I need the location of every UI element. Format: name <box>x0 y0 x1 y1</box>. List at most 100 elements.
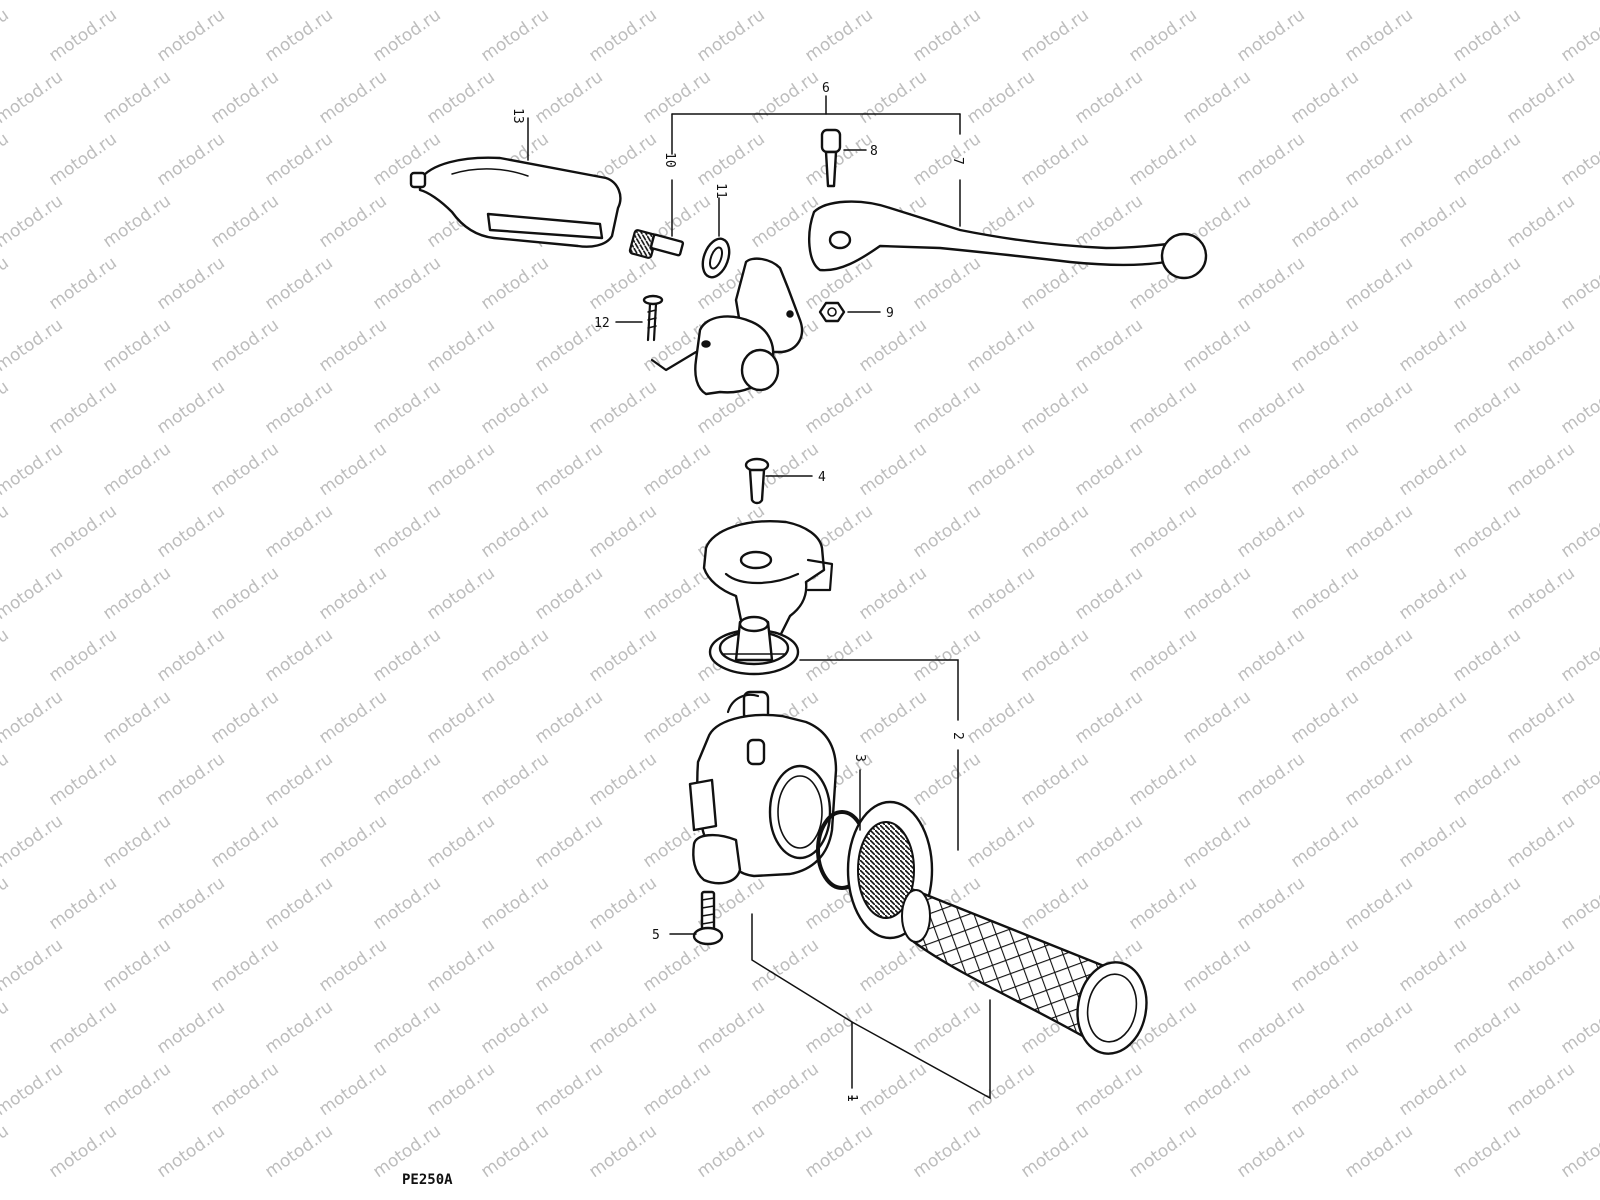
callout-7: 7 <box>950 157 965 165</box>
watermark-text: motod.ru <box>45 377 120 438</box>
watermark-text: motod.ru <box>639 687 714 748</box>
watermark-text: motod.ru <box>423 687 498 748</box>
watermark-text: motod.ru <box>1179 1059 1254 1120</box>
watermark-text: motod.ru <box>1503 315 1578 376</box>
watermark-text: motod.ru <box>747 0 822 4</box>
watermark-text: motod.ru <box>1233 5 1308 66</box>
watermark-text: motod.ru <box>261 5 336 66</box>
watermark-text: motod.ru <box>1395 315 1470 376</box>
watermark-text: motod.ru <box>423 67 498 128</box>
watermark-text: motod.ru <box>207 191 282 252</box>
watermark-text: motod.ru <box>369 749 444 810</box>
watermark-text: motod.ru <box>693 997 768 1058</box>
watermark-text: motod.ru <box>1395 67 1470 128</box>
watermark-text: motod.ru <box>1125 873 1200 934</box>
watermark-text: motod.ru <box>477 501 552 562</box>
watermark-text: motod.ru <box>1179 67 1254 128</box>
clutch-lever-7 <box>808 200 1208 280</box>
watermark-text: motod.ru <box>639 0 714 4</box>
watermark-text: motod.ru <box>477 253 552 314</box>
watermark-text: motod.ru <box>1503 563 1578 624</box>
watermark-text: motod.ru <box>423 0 498 4</box>
watermark-text: motod.ru <box>261 377 336 438</box>
watermark-text: motod.ru <box>909 749 984 810</box>
watermark-text: motod.ru <box>963 0 1038 4</box>
watermark-text: motod.ru <box>801 377 876 438</box>
watermark-text: motod.ru <box>585 625 660 686</box>
watermark-text: motod.ru <box>1557 1121 1600 1182</box>
watermark-text: motod.ru <box>1125 625 1200 686</box>
watermark-text: motod.ru <box>153 5 228 66</box>
watermark-text: motod.ru <box>153 501 228 562</box>
watermark-text: motod.ru <box>1449 997 1524 1058</box>
watermark-text: motod.ru <box>801 1121 876 1182</box>
watermark-text: motod.ru <box>1017 1121 1092 1182</box>
watermark-text: motod.ru <box>1395 811 1470 872</box>
watermark-text: motod.ru <box>1503 0 1578 4</box>
watermark-text: motod.ru <box>1503 191 1578 252</box>
watermark-text: motod.ru <box>1287 935 1362 996</box>
watermark-text: motod.ru <box>1395 1059 1470 1120</box>
watermark-text: motod.ru <box>1179 563 1254 624</box>
leader-lines <box>527 95 991 1101</box>
callout-11: 11 <box>713 183 728 199</box>
screw-12 <box>642 294 664 342</box>
watermark-text: motod.ru <box>963 67 1038 128</box>
watermark-text: motod.ru <box>1125 1121 1200 1182</box>
watermark-text: motod.ru <box>315 1059 390 1120</box>
watermark-text: motod.ru <box>261 1121 336 1182</box>
watermark-text: motod.ru <box>45 129 120 190</box>
watermark-text: motod.ru <box>1125 501 1200 562</box>
watermark-text: motod.ru <box>1233 501 1308 562</box>
watermark-text: motod.ru <box>1341 501 1416 562</box>
watermark-text: motod.ru <box>423 315 498 376</box>
watermark-text: motod.ru <box>0 1059 67 1120</box>
watermark-text: motod.ru <box>1287 67 1362 128</box>
callout-4: 4 <box>818 470 826 485</box>
watermark-text: motod.ru <box>693 1121 768 1182</box>
watermark-text: motod.ru <box>1071 191 1146 252</box>
lever-holder <box>650 257 804 396</box>
watermark-text: motod.ru <box>423 935 498 996</box>
watermark-text: motod.ru <box>1179 315 1254 376</box>
watermark-text: motod.ru <box>1557 253 1600 314</box>
watermark-text: motod.ru <box>1233 873 1308 934</box>
watermark-text: motod.ru <box>423 563 498 624</box>
watermark-text: motod.ru <box>1071 439 1146 500</box>
watermark-text: motod.ru <box>1341 749 1416 810</box>
watermark-text: motod.ru <box>855 563 930 624</box>
watermark-text: motod.ru <box>1017 5 1092 66</box>
watermark-text: motod.ru <box>855 1059 930 1120</box>
watermark-text: motod.ru <box>369 997 444 1058</box>
pulley-seal-2 <box>708 615 800 676</box>
watermark-text: motod.ru <box>747 67 822 128</box>
watermark-text: motod.ru <box>315 563 390 624</box>
watermark-text: motod.ru <box>1287 811 1362 872</box>
locknut-11 <box>701 237 731 279</box>
watermark-text: motod.ru <box>45 873 120 934</box>
screw-4 <box>744 457 770 505</box>
watermark-text: motod.ru <box>1287 315 1362 376</box>
watermark-text: motod.ru <box>531 935 606 996</box>
watermark-text: motod.ru <box>1287 687 1362 748</box>
watermark-text: motod.ru <box>693 129 768 190</box>
watermark-text: motod.ru <box>0 439 67 500</box>
watermark-text: motod.ru <box>1557 5 1600 66</box>
watermark-text: motod.ru <box>0 935 67 996</box>
watermark-text: motod.ru <box>477 1121 552 1182</box>
watermark-text: motod.ru <box>315 439 390 500</box>
watermark-text: motod.ru <box>0 315 67 376</box>
watermark-text: motod.ru <box>1503 687 1578 748</box>
watermark-text: motod.ru <box>1125 129 1200 190</box>
watermark-text: motod.ru <box>801 5 876 66</box>
watermark-text: motod.ru <box>1449 501 1524 562</box>
watermark-text: motod.ru <box>1395 191 1470 252</box>
watermark-text: motod.ru <box>45 501 120 562</box>
adjuster-bolt-10 <box>628 229 685 259</box>
watermark-text: motod.ru <box>1341 5 1416 66</box>
watermark-text: motod.ru <box>45 253 120 314</box>
watermark-text: motod.ru <box>855 439 930 500</box>
watermark-text: motod.ru <box>1017 625 1092 686</box>
watermark-text: motod.ru <box>531 0 606 4</box>
watermark-text: motod.ru <box>855 0 930 4</box>
